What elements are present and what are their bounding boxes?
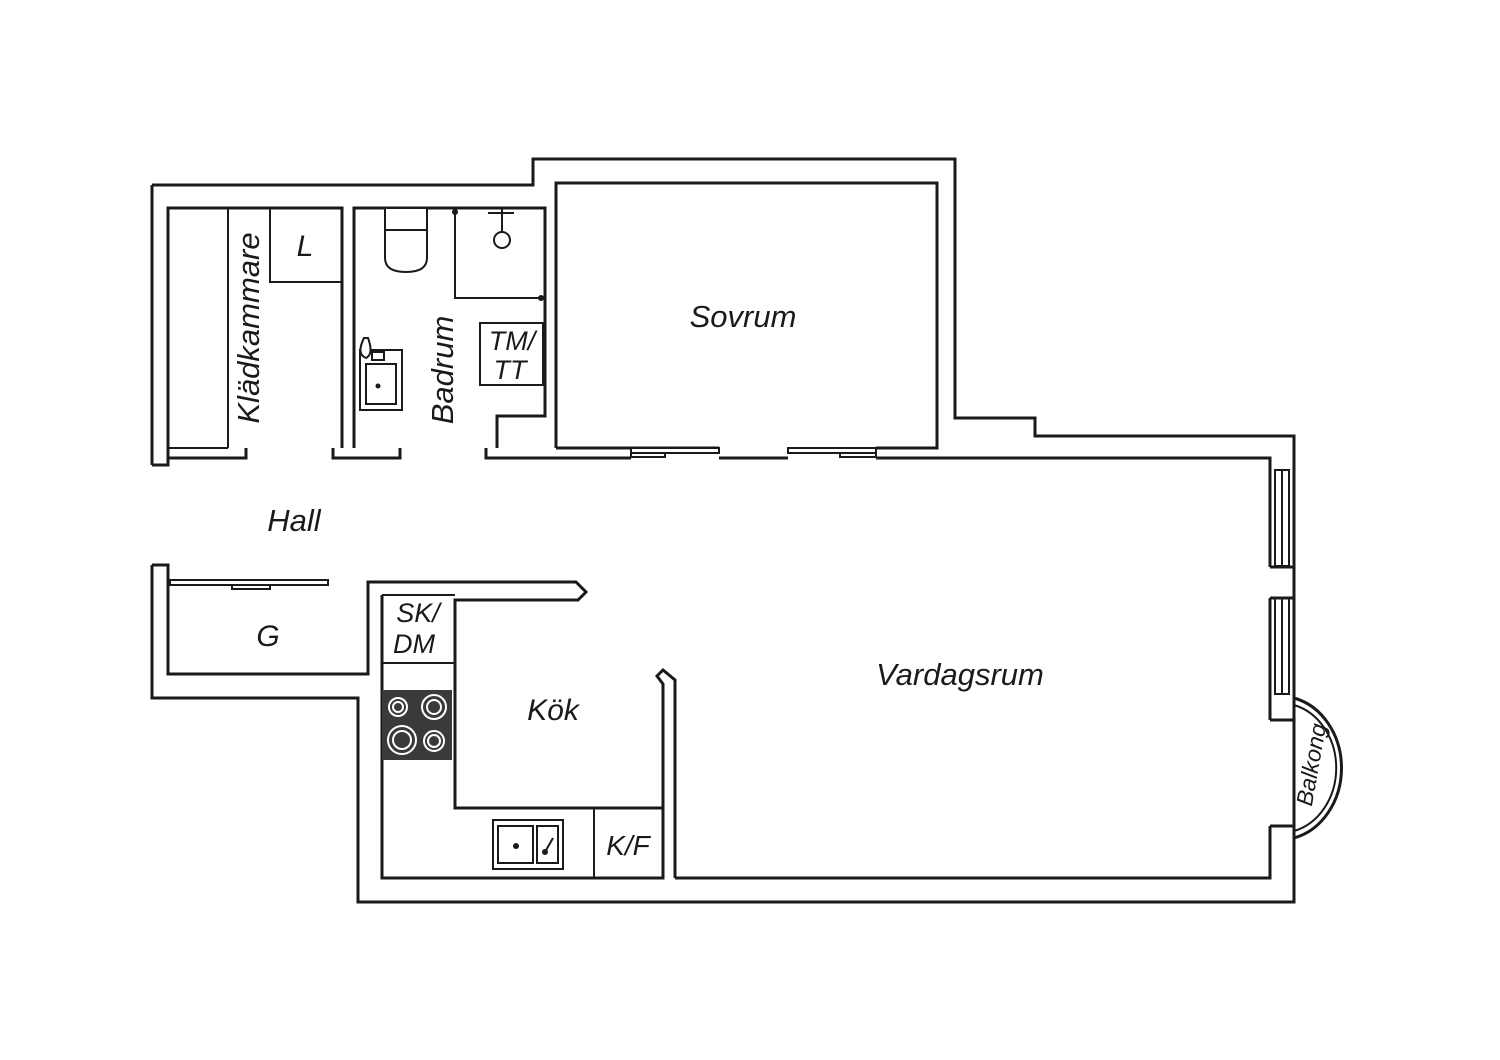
- stove-burner-icon: [387, 694, 447, 755]
- badrum-walls: [352, 206, 547, 448]
- outer-wall: [150, 157, 1296, 904]
- window-upper: [1268, 458, 1290, 567]
- tm-tt-box: [479, 322, 544, 386]
- kladkammare-walls: [166, 206, 344, 458]
- vardagsrum-south-wall: [675, 826, 1272, 880]
- sk-dm-label-1: SK/: [396, 598, 442, 628]
- kitchen-sink-icon: [492, 819, 564, 870]
- toilet-icon: [384, 207, 428, 274]
- corridor-wall: [484, 448, 1272, 470]
- balcony-door-wall: [1270, 718, 1294, 828]
- tm-tt-label-2: TT: [494, 355, 529, 385]
- room-label-vardagsrum: Vardagsrum: [876, 657, 1044, 692]
- garderob-walls: [152, 563, 665, 880]
- linneskap-box: [269, 208, 342, 283]
- shower-corner-dot: [538, 295, 544, 301]
- room-label-kok: Kök: [527, 694, 581, 727]
- shower-head-icon: [488, 209, 514, 249]
- kok-vardagsrum-wall: [655, 667, 677, 878]
- room-label-sovrum: Sovrum: [690, 299, 797, 334]
- sliding-door-sovrum-right: [787, 447, 877, 458]
- balkong: [1293, 696, 1343, 840]
- window-lower: [1268, 565, 1294, 720]
- room-label-kladkammare: Klädkammare: [231, 232, 266, 423]
- room-label-balkong: Balkong: [1291, 721, 1331, 808]
- shower-corner-dot: [452, 209, 458, 215]
- sk-dm-label-2: DM: [393, 629, 435, 659]
- sliding-door-garderob: [169, 579, 329, 590]
- hall-wall: [152, 448, 402, 467]
- room-label-linneskap: L: [297, 230, 314, 263]
- room-label-badrum: Badrum: [425, 316, 460, 425]
- washbasin-icon: [359, 337, 403, 411]
- room-label-garderob: G: [256, 620, 279, 653]
- sliding-door-sovrum-left: [630, 447, 720, 458]
- room-label-hall: Hall: [267, 503, 322, 538]
- shower-enclosure: [454, 208, 545, 299]
- kf-label: K/F: [606, 830, 651, 861]
- tm-tt-label-1: TM/: [489, 326, 538, 356]
- balkong-inner: [1293, 704, 1338, 832]
